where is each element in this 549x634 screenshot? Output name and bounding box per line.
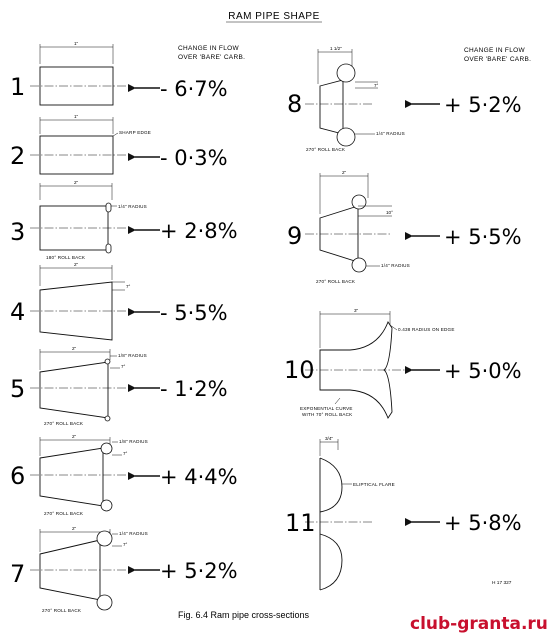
svg-text:270° ROLL BACK: 270° ROLL BACK xyxy=(42,608,82,613)
shape-3-number: 3 xyxy=(10,218,25,246)
svg-text:0.438 RADIUS ON EDGE: 0.438 RADIUS ON EDGE xyxy=(398,327,455,332)
shape-6-number: 6 xyxy=(10,462,25,490)
shape-2-number: 2 xyxy=(10,142,25,170)
svg-text:7°: 7° xyxy=(126,284,131,289)
svg-text:ELIPTICAL FLARE: ELIPTICAL FLARE xyxy=(353,482,395,487)
svg-text:7°: 7° xyxy=(374,83,379,88)
shape-11-change: + 5·8% xyxy=(444,511,522,535)
shape-3-change: + 2·8% xyxy=(160,219,238,243)
svg-text:1/8" RADIUS: 1/8" RADIUS xyxy=(119,439,148,444)
shape-7-change: + 5·2% xyxy=(160,559,238,583)
svg-text:1": 1" xyxy=(74,114,79,119)
svg-text:1/4" RADIUS: 1/4" RADIUS xyxy=(119,531,148,536)
right-header-line2: OVER 'BARE' CARB. xyxy=(464,56,531,63)
shape-5-change: - 1·2% xyxy=(160,377,228,401)
reference-code: H 17 327 xyxy=(492,580,512,586)
svg-text:7°: 7° xyxy=(123,451,128,456)
shape-8-change: + 5·2% xyxy=(444,93,522,117)
shape-1-number: 1 xyxy=(10,73,25,101)
shape-9-number: 9 xyxy=(287,222,302,250)
shape-9-change: + 5·5% xyxy=(444,225,522,249)
svg-text:EXPONENTIAL CURVE: EXPONENTIAL CURVE xyxy=(300,406,353,411)
svg-text:1/4" RADIUS: 1/4" RADIUS xyxy=(376,131,405,136)
shape-11-number: 11 xyxy=(285,509,316,537)
svg-text:2": 2" xyxy=(74,180,79,185)
watermark: club-granta.ru xyxy=(410,614,548,634)
svg-text:WITH 70° ROLL BACK: WITH 70° ROLL BACK xyxy=(302,412,353,417)
shape-7: 2" 1/4" RADIUS 7° 270° ROLL BACK 7 + 5·2… xyxy=(10,526,238,613)
svg-text:1/4" RADIUS: 1/4" RADIUS xyxy=(381,263,410,268)
svg-text:3/4": 3/4" xyxy=(325,436,333,441)
svg-text:2": 2" xyxy=(342,170,347,175)
shape-2-change: - 0·3% xyxy=(160,146,228,170)
svg-text:2": 2" xyxy=(72,526,77,531)
shape-5: 2" 1/8" RADIUS 7° 270° ROLL BACK 5 - 1·2… xyxy=(10,346,228,426)
shape-4-number: 4 xyxy=(10,298,25,326)
left-header-line2: OVER 'BARE' CARB. xyxy=(178,54,245,61)
shape-11: 3/4" ELIPTICAL FLARE 11 + 5·8% xyxy=(285,436,522,591)
svg-text:1/8" RADIUS: 1/8" RADIUS xyxy=(118,353,147,358)
svg-text:3": 3" xyxy=(354,308,359,313)
figure-caption: Fig. 6.4 Ram pipe cross-sections xyxy=(178,610,310,620)
shape-10-change: + 5·0% xyxy=(444,359,522,383)
shape-1-change: - 6·7% xyxy=(160,77,228,101)
svg-text:10°: 10° xyxy=(386,210,393,215)
svg-text:270° ROLL BACK: 270° ROLL BACK xyxy=(44,511,84,516)
shape-7-number: 7 xyxy=(10,560,25,588)
shape-10: 3" 0.438 RADIUS ON EDGE EXPONENTIAL CURV… xyxy=(284,308,522,419)
svg-text:270° ROLL BACK: 270° ROLL BACK xyxy=(44,421,84,426)
svg-text:1/4" RADIUS: 1/4" RADIUS xyxy=(118,204,147,209)
svg-text:180° ROLL BACK: 180° ROLL BACK xyxy=(46,255,86,260)
shape-1: 1" 1 - 6·7% xyxy=(10,41,228,106)
shape-4: 2" 7° 4 - 5·5% xyxy=(10,262,228,341)
shape-8-number: 8 xyxy=(287,90,302,118)
shape-3: 2" 1/4" RADIUS 180° ROLL BACK 3 + 2·8% xyxy=(10,180,238,260)
svg-text:1": 1" xyxy=(74,41,79,46)
svg-text:1 1/2": 1 1/2" xyxy=(330,46,342,51)
svg-text:2": 2" xyxy=(72,346,77,351)
svg-text:270° ROLL BACK: 270° ROLL BACK xyxy=(316,279,356,284)
figure-title: Ram pipe shape xyxy=(228,11,319,22)
shape-5-number: 5 xyxy=(10,375,25,403)
shape-6-change: + 4·4% xyxy=(160,465,238,489)
left-header-line1: CHANGE IN FLOW xyxy=(178,45,239,52)
svg-text:7°: 7° xyxy=(123,542,128,547)
svg-text:2": 2" xyxy=(74,262,79,267)
shape-4-change: - 5·5% xyxy=(160,301,228,325)
right-header-line1: CHANGE IN FLOW xyxy=(464,47,525,54)
shape-2: 1" SHARP EDGE 2 - 0·3% xyxy=(10,114,228,175)
svg-text:SHARP EDGE: SHARP EDGE xyxy=(119,130,151,135)
shape-6: 2" 1/8" RADIUS 7° 270° ROLL BACK 6 + 4·4… xyxy=(10,434,238,516)
shape-9: 2" 10° 1/4" RADIUS 270° ROLL BACK 9 + 5·… xyxy=(287,170,522,284)
svg-text:7°: 7° xyxy=(121,364,126,369)
svg-text:2": 2" xyxy=(72,434,77,439)
shape-8: 1 1/2" 7° 1/4" RADIUS 270° ROLL BACK 8 +… xyxy=(287,46,522,152)
shape-10-number: 10 xyxy=(284,356,315,384)
svg-text:270° ROLL BACK: 270° ROLL BACK xyxy=(306,147,346,152)
